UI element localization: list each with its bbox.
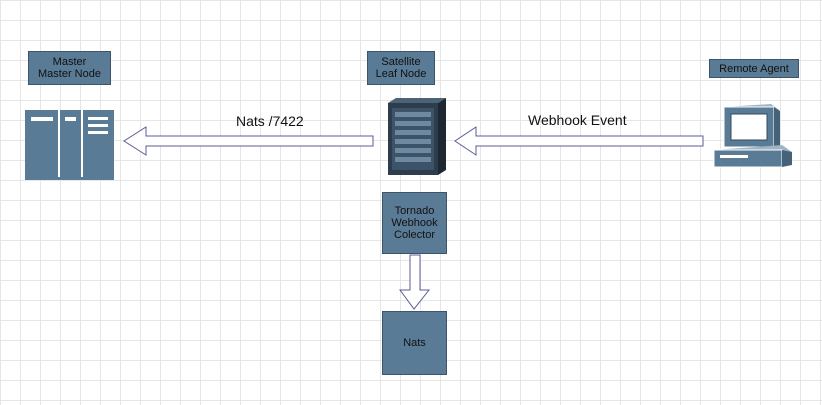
arrow-remote-to-satellite[interactable] — [454, 126, 704, 156]
arrow-satellite-to-master[interactable] — [123, 126, 374, 156]
nats-box[interactable]: Nats — [382, 311, 447, 375]
nats-label: Nats — [403, 337, 426, 349]
tornado-collector-box[interactable]: Tornado Webhook Colector — [382, 192, 447, 254]
edge-label-nats-7422: Nats /7422 — [236, 113, 304, 129]
remote-agent-label-box[interactable]: Remote Agent — [709, 59, 799, 78]
arrow-collector-to-nats[interactable] — [399, 254, 431, 310]
master-server-icon[interactable] — [25, 110, 114, 180]
tornado-collector-label: Tornado Webhook Colector — [391, 205, 438, 241]
edge-label-webhook-event: Webhook Event — [528, 112, 627, 128]
satellite-label-box[interactable]: Satellite Leaf Node — [367, 51, 435, 85]
master-label-box[interactable]: Master Master Node — [28, 51, 111, 85]
master-label: Master Master Node — [38, 56, 101, 80]
desktop-computer-icon[interactable] — [713, 104, 792, 168]
server-rack-icon[interactable] — [388, 98, 446, 175]
remote-agent-label: Remote Agent — [719, 62, 789, 75]
satellite-label: Satellite Leaf Node — [375, 56, 427, 80]
